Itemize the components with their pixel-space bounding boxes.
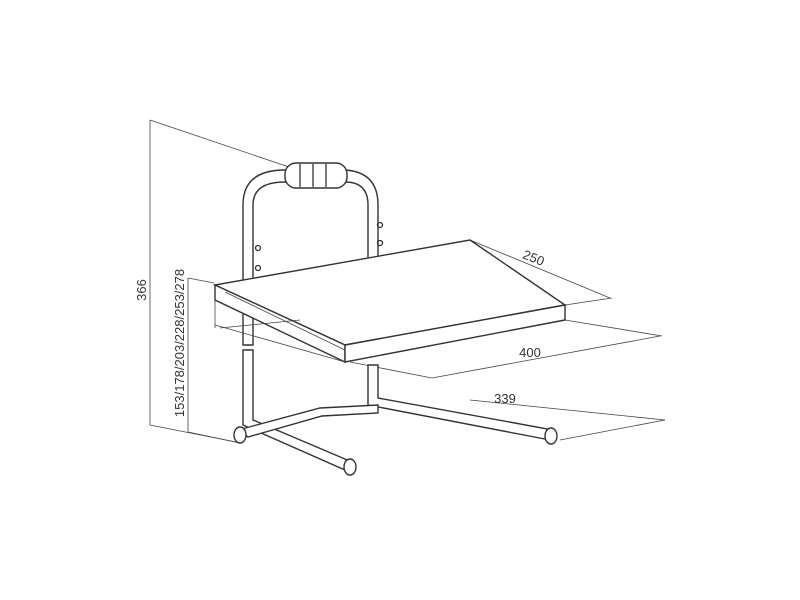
total-height-label: 366 xyxy=(134,279,149,301)
platform xyxy=(212,239,567,364)
platform-width-label: 400 xyxy=(519,345,541,360)
platform-depth-label: 250 xyxy=(521,247,547,269)
base-width-label: 339 xyxy=(494,391,516,406)
base xyxy=(233,349,558,476)
handle xyxy=(242,162,384,346)
platform-heights-label: 153/178/203/228/253/278 xyxy=(172,269,187,417)
dimension-lines xyxy=(149,119,666,444)
grip xyxy=(284,162,348,189)
